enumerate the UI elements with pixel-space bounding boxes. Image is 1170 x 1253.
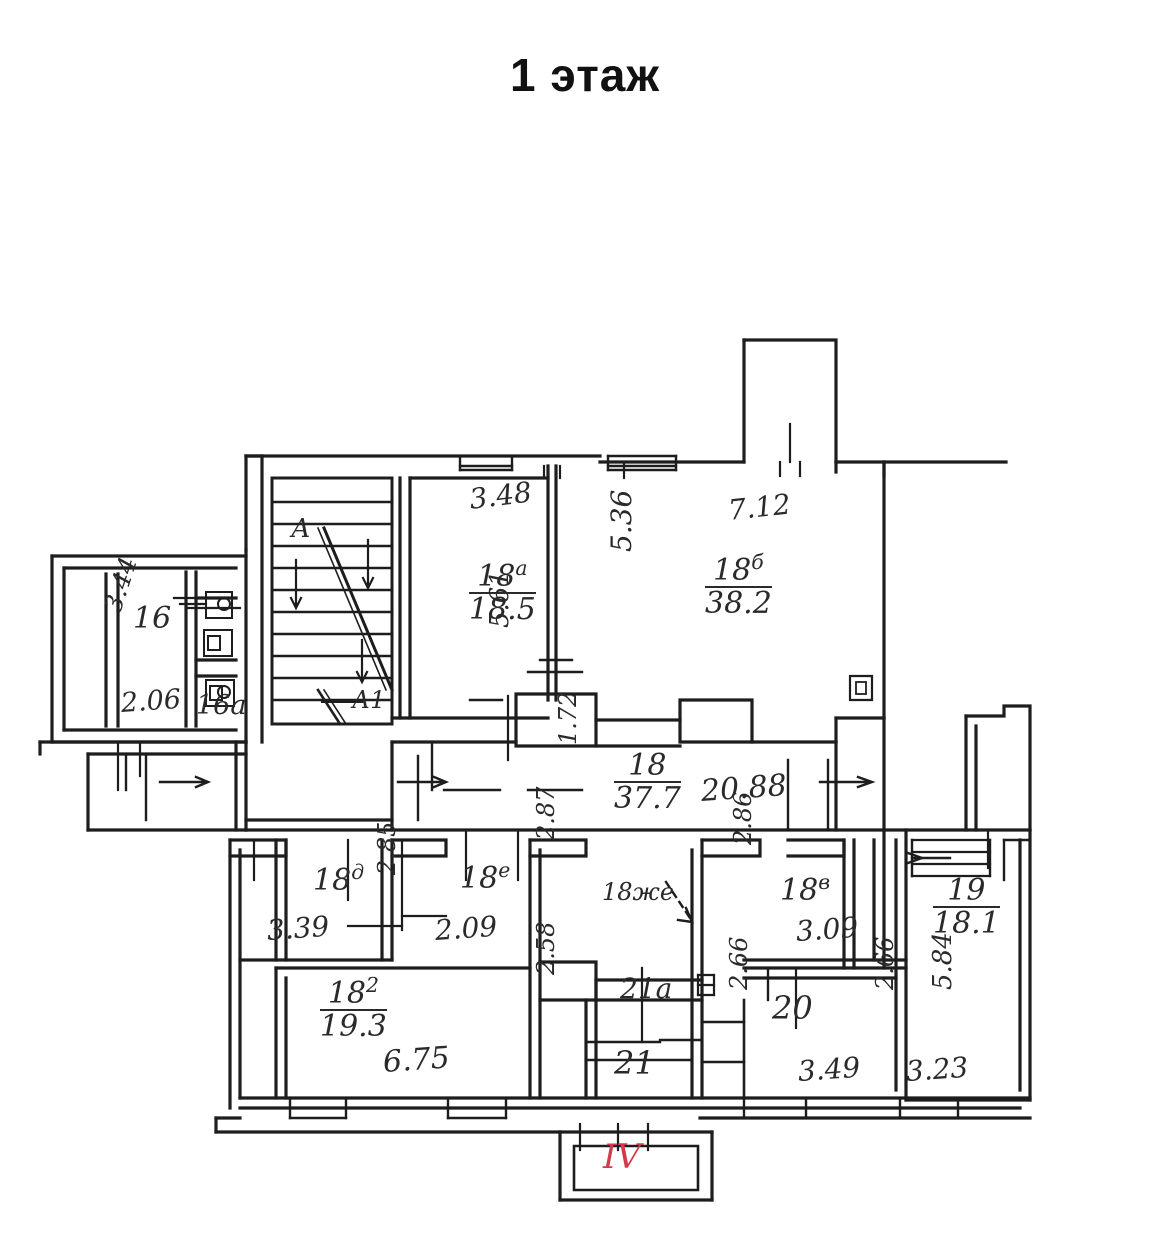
room-label-18: 18е — [460, 860, 510, 894]
room-number: 18д — [313, 860, 365, 898]
room-number: 18в — [780, 870, 831, 908]
dimension-3-23: 3.23 — [904, 1050, 970, 1088]
room-label-21: 21 — [614, 1047, 655, 1079]
page-title: 1 этаж — [510, 49, 660, 101]
room-label-18же: 18же — [602, 880, 674, 904]
dimension-3-39: 3.39 — [265, 909, 331, 947]
room-number: 16а — [196, 690, 247, 721]
room-number: 18же — [602, 878, 675, 906]
room-number: 16 — [133, 601, 172, 636]
room-label-18: 18в — [780, 872, 830, 906]
room-area: 19.3 — [320, 1009, 387, 1044]
room-number: 20 — [772, 989, 813, 1027]
dimension-3-09: 3.09 — [794, 910, 860, 948]
dimension-2-66: 2.66 — [725, 936, 753, 990]
room-area: 18.5 — [469, 592, 536, 627]
room-number: 21 — [614, 1044, 655, 1082]
dimension-3-48: 3.48 — [467, 475, 534, 516]
room-label-20: 20 — [772, 992, 813, 1024]
right-lower-rooms — [742, 828, 908, 1002]
callout-arrow — [676, 906, 694, 924]
room-18b-walls — [834, 460, 886, 832]
room-number: 18б — [713, 550, 764, 588]
room-number: 182 — [327, 973, 379, 1011]
room-label-21а: 21а — [620, 975, 672, 1003]
dimension-6-75: 6.75 — [381, 1040, 451, 1080]
dimension-7-12: 7.12 — [726, 487, 793, 527]
dimension-5-61: 5.61 — [485, 570, 515, 628]
room-number: 18 — [628, 748, 667, 783]
dimension-5-36: 5.36 — [605, 489, 638, 552]
dimension-2-86: 2.86 — [729, 791, 757, 845]
dimension-5-84: 5.84 — [928, 932, 958, 990]
upper-rooms — [390, 454, 678, 792]
right-wing — [894, 704, 1032, 1102]
dimension-2-06: 2.06 — [119, 683, 183, 719]
stairwell-a — [270, 476, 394, 726]
room-label-16: 16 — [133, 604, 171, 634]
dimension-1-72: 1.72 — [554, 691, 582, 745]
room-label-16а: 16а — [196, 692, 246, 719]
plan-mark-iv: IV — [603, 1137, 641, 1177]
callout-leader — [664, 880, 692, 920]
room-number: 18а — [477, 556, 528, 594]
dimension-2-87: 2.87 — [532, 786, 560, 840]
corridor — [38, 692, 1032, 832]
stairwell-label-а1: А1 — [352, 686, 386, 714]
dimension-2-66: 2.66 — [871, 936, 899, 990]
room-number: 19 — [947, 873, 986, 908]
dimension-2-85: 2.85 — [373, 821, 401, 875]
room-number: 18е — [460, 858, 511, 896]
room-area: 38.2 — [705, 586, 772, 621]
stairwell-label-а: А — [291, 514, 311, 544]
room-area: 18.1 — [933, 906, 1000, 941]
dimension-2-09: 2.09 — [433, 909, 499, 947]
room-label-18: 18д — [313, 862, 364, 896]
dimension-3-49: 3.49 — [796, 1050, 862, 1088]
room-area: 37.7 — [614, 781, 681, 816]
dimension-2-58: 2.58 — [532, 921, 560, 975]
center-lower-rooms — [528, 838, 1032, 1202]
room-number: 21а — [620, 972, 673, 1005]
tick-marks — [116, 422, 990, 1152]
